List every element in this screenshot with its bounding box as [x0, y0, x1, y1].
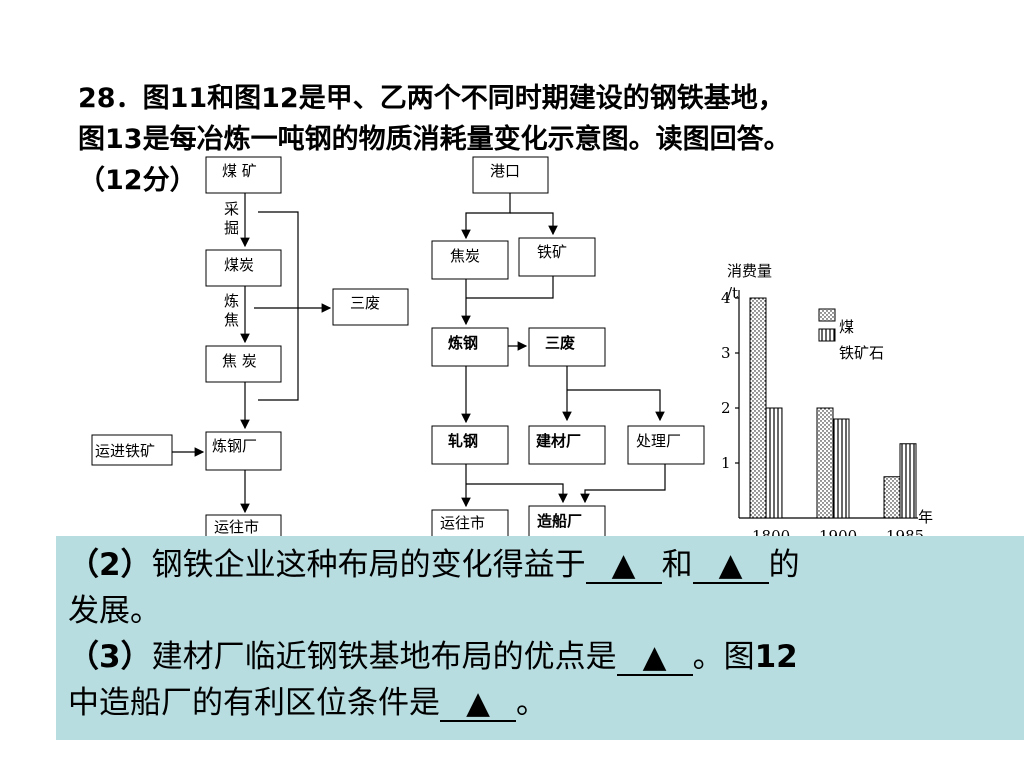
chart-xlabel: 年 [918, 508, 933, 526]
coal-mine-label: 煤 矿 [222, 162, 257, 180]
legend-ore-label: 铁矿石 [839, 344, 884, 362]
figure-12-diagram: 港口 焦炭 铁矿 炼钢 三废 轧钢 建材厂 处理厂 运往市 造船厂 [431, 156, 705, 541]
steelmaking-box [431, 327, 509, 367]
arrow-treatment-to-shipyard [580, 464, 666, 504]
building-materials-box [528, 425, 606, 465]
waste-collector-line [258, 211, 299, 401]
coke-label: 焦 炭 [222, 352, 257, 370]
legend-coal-label: 煤 [839, 318, 854, 336]
treatment-box [627, 425, 705, 465]
q2-line-2: 发展。 [68, 588, 1008, 634]
q2-line: （2）钢铁企业这种布局的变化得益于▲和▲的 [68, 542, 1008, 588]
q2-text-2: 的 [768, 547, 800, 583]
q3-line-2: 中造船厂的有利区位条件是▲。 [68, 680, 1008, 726]
steelmaking-label: 炼钢 [448, 334, 478, 352]
ship-to-label-11: 运往市 [214, 518, 259, 536]
bar-coal-1800 [749, 297, 767, 519]
legend-coal-swatch [818, 308, 836, 322]
answer-text: （2）钢铁企业这种布局的变化得益于▲和▲的 发展。 （3）建材厂临近钢铁基地布局… [68, 542, 1008, 726]
iron-ore-label: 铁矿 [537, 243, 567, 261]
y-tick-label: 3 [721, 344, 731, 362]
coke-box [205, 345, 282, 383]
q3-end: 。 [516, 685, 547, 721]
three-wastes-box-11 [332, 288, 409, 326]
line-ore-to-steelmaking [466, 276, 554, 299]
question-line-1: 28．图11和图12是甲、乙两个不同时期建设的钢铁基地， [78, 83, 785, 114]
ship-to-box-12 [431, 509, 509, 541]
q3-text-2: 。图 [692, 639, 755, 675]
arrow-rolling-to-shipyard [466, 483, 568, 504]
iron-ore-in-label: 运进铁矿 [95, 442, 155, 460]
rolling-box [431, 425, 509, 465]
treatment-label: 处理厂 [636, 432, 681, 450]
coal-label: 煤炭 [224, 256, 254, 274]
q3-number: （3） [68, 639, 152, 675]
three-wastes-label-11: 三废 [350, 294, 380, 312]
y-tick-label: 1 [721, 454, 731, 472]
bar-coal-1985 [883, 476, 901, 519]
mining-label-2: 掘 [224, 219, 239, 237]
coal-box [205, 249, 282, 287]
bar-iron-ore-1900 [832, 418, 850, 519]
three-wastes-box-12 [528, 327, 606, 367]
y-tick-label: 4 [721, 289, 731, 307]
q3-fig-number: 12 [754, 639, 798, 675]
arrow-port-to-ore [510, 212, 558, 236]
question-stem: 28．图11和图12是甲、乙两个不同时期建设的钢铁基地， 图13是每冶炼一吨钢的… [78, 78, 1008, 201]
q3-text-1: 建材厂临近钢铁基地布局的优点是 [151, 639, 617, 675]
q2-text-1: 钢铁企业这种布局的变化得益于 [151, 547, 586, 583]
q3-text-3: 中造船厂的有利区位条件是 [68, 685, 440, 721]
q3-blank-1[interactable]: ▲ [616, 640, 693, 676]
question-line-2: 图13是每冶炼一吨钢的物质消耗量变化示意图。读图回答。 [78, 124, 791, 155]
bar-coal-1900 [816, 407, 834, 519]
q2-number: （2） [68, 547, 152, 583]
mining-label-1: 采 [224, 200, 239, 218]
answer-panel [56, 536, 1024, 740]
coke-label-12: 焦炭 [450, 247, 480, 265]
chart-ylabel: 消费量 [727, 262, 772, 280]
arrow-wastes-to-treatment [567, 389, 665, 422]
q3-blank-2[interactable]: ▲ [440, 686, 516, 722]
q2-and: 和 [661, 547, 693, 583]
coking-label-2: 焦 [224, 311, 239, 329]
arrow-port-to-coke [461, 193, 511, 240]
coking-label-1: 炼 [224, 292, 239, 310]
port-label: 港口 [490, 162, 520, 180]
question-line-3: （12分） [78, 165, 197, 196]
steel-plant-box [205, 431, 282, 471]
rolling-label: 轧钢 [448, 432, 478, 450]
q2-text-3: 发展。 [68, 593, 161, 629]
q2-blank-2[interactable]: ▲ [692, 548, 769, 584]
steel-plant-label: 炼钢厂 [212, 437, 257, 455]
building-materials-label: 建材厂 [536, 432, 581, 450]
coke-box-12 [431, 240, 509, 280]
chart-yunit: /t [727, 284, 738, 302]
bar-iron-ore-1800 [765, 407, 783, 519]
q2-blank-1[interactable]: ▲ [585, 548, 662, 584]
iron-ore-in-box [91, 434, 173, 466]
bar-iron-ore-1985 [899, 443, 917, 519]
three-wastes-label-12: 三废 [545, 334, 575, 352]
y-tick-label: 2 [721, 399, 731, 417]
coal-mine-box [205, 156, 282, 194]
ship-to-label-12: 运往市 [440, 514, 485, 532]
port-box [472, 156, 549, 194]
shipyard-label: 造船厂 [537, 512, 582, 530]
figure-11-diagram: 煤 矿 采 掘 煤炭 炼 焦 焦 炭 三废 运进铁矿 炼钢厂 运往市 [91, 156, 409, 546]
q3-line: （3）建材厂临近钢铁基地布局的优点是▲。图12 [68, 634, 1008, 680]
iron-ore-box [518, 237, 596, 277]
legend-ore-swatch [818, 328, 836, 342]
